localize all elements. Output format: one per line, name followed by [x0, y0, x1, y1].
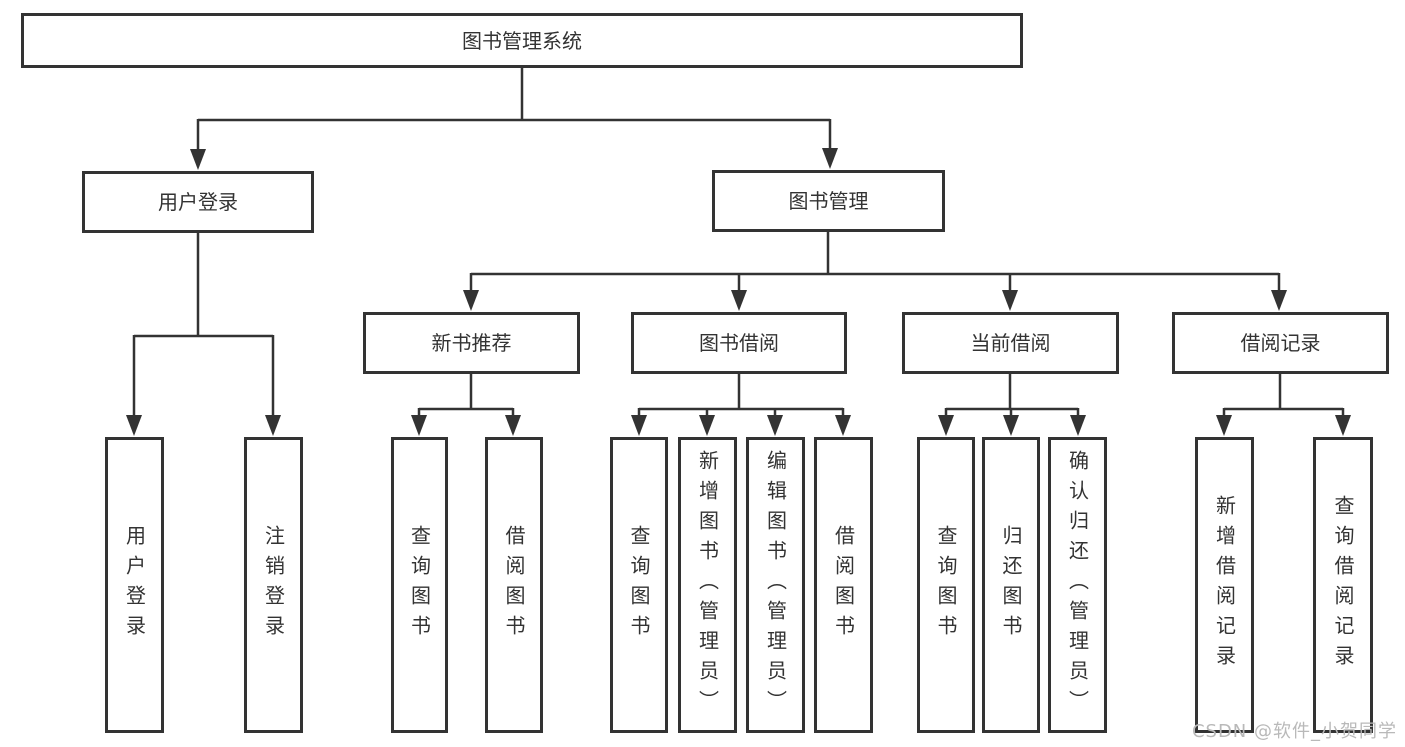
node-current-borrowing-label: 当前借阅: [970, 331, 1051, 355]
leaf-add-books-admin-label: 新增图书（管理员）: [695, 450, 720, 720]
leaf-borrow-books-label: 借阅图书: [831, 525, 856, 645]
node-current-borrowing: 当前借阅: [902, 312, 1119, 374]
node-book-management: 图书管理: [712, 170, 945, 232]
node-borrowing-records-label: 借阅记录: [1240, 331, 1321, 355]
node-user-login-label: 用户登录: [158, 190, 238, 214]
leaf-query-books-current: 查询图书: [917, 437, 975, 733]
leaf-confirm-return-admin: 确认归还（管理员）: [1048, 437, 1107, 733]
leaf-edit-books-admin-label: 编辑图书（管理员）: [763, 450, 788, 720]
node-new-book-recommendation: 新书推荐: [363, 312, 580, 374]
leaf-add-borrow-record-label: 新增借阅记录: [1212, 495, 1237, 675]
leaf-return-books-label: 归还图书: [999, 525, 1023, 645]
leaf-query-books-recommend: 查询图书: [391, 437, 448, 733]
node-book-management-label: 图书管理: [788, 189, 869, 213]
leaf-confirm-return-admin-label: 确认归还（管理员）: [1065, 450, 1090, 720]
leaf-edit-books-admin: 编辑图书（管理员）: [746, 437, 805, 733]
node-user-login: 用户登录: [82, 171, 314, 233]
node-library-management-system-label: 图书管理系统: [462, 28, 582, 53]
leaf-user-login-label: 用户登录: [122, 525, 147, 645]
leaf-borrow-books-recommend-label: 借阅图书: [502, 525, 526, 645]
leaf-borrow-books-recommend: 借阅图书: [485, 437, 543, 733]
leaf-query-books-recommend-label: 查询图书: [407, 525, 432, 645]
node-library-management-system: 图书管理系统: [21, 13, 1023, 68]
leaf-query-books-borrowing-label: 查询图书: [627, 525, 651, 645]
node-book-borrowing: 图书借阅: [631, 312, 847, 374]
leaf-logout: 注销登录: [244, 437, 303, 733]
csdn-watermark: CSDN @软件_小贺同学: [1191, 721, 1397, 742]
leaf-query-books-borrowing: 查询图书: [610, 437, 668, 733]
leaf-query-books-current-label: 查询图书: [934, 525, 958, 645]
leaf-user-login: 用户登录: [105, 437, 164, 733]
leaf-logout-label: 注销登录: [261, 525, 286, 645]
node-new-book-recommendation-label: 新书推荐: [431, 331, 512, 355]
node-borrowing-records: 借阅记录: [1172, 312, 1389, 374]
leaf-add-borrow-record: 新增借阅记录: [1195, 437, 1254, 733]
leaf-query-borrow-record-label: 查询借阅记录: [1331, 495, 1355, 675]
leaf-borrow-books: 借阅图书: [814, 437, 873, 733]
leaf-add-books-admin: 新增图书（管理员）: [678, 437, 737, 733]
leaf-query-borrow-record: 查询借阅记录: [1313, 437, 1373, 733]
node-book-borrowing-label: 图书借阅: [699, 331, 779, 355]
leaf-return-books: 归还图书: [982, 437, 1040, 733]
